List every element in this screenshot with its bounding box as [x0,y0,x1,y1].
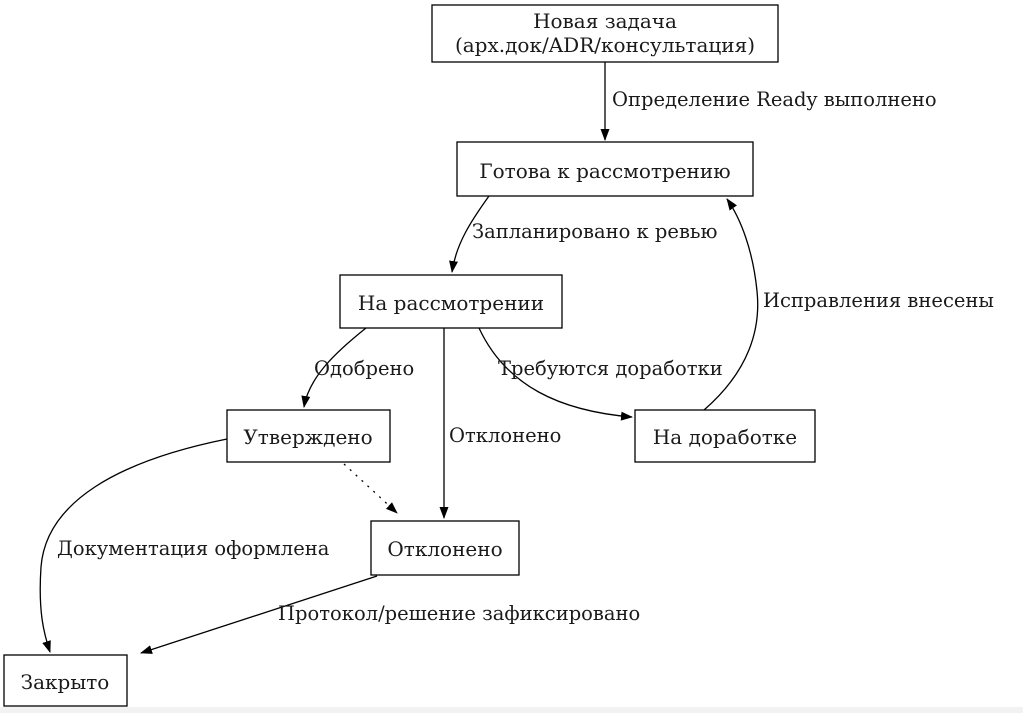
node-rejected: Отклонено [370,520,520,576]
node-approved: Утверждено [226,409,391,463]
node-new-task-label-line2: (арх.док/ADR/консультация) [455,33,755,57]
node-new-task: Новая задача (арх.док/ADR/консультация) [431,4,779,63]
edges-layer [39,62,759,654]
node-in-rework: На доработке [634,409,816,463]
edge-protocol-recorded-line [140,575,378,654]
edge-scheduled-for-review-line [449,195,490,273]
node-in-review-label: На рассмотрении [358,291,544,315]
node-new-task-box [431,4,779,63]
node-approved-box [226,409,391,463]
node-ready-for-review: Готова к рассмотрению [456,141,754,197]
edge-label-scheduled-for-review: Запланировано к ревью [472,220,718,243]
bottom-edge-strip [0,707,1023,713]
node-rejected-box [370,520,520,576]
edge-needs-rework-line [478,327,633,421]
edge-fixes-applied-line [703,198,759,411]
node-closed-label: Закрыто [21,670,110,694]
node-in-rework-box [634,409,816,463]
node-ready-for-review-box [456,141,754,197]
node-closed-box [3,654,128,707]
edge-label-fixes-applied: Исправления внесены [763,289,994,312]
node-rejected-label: Отклонено [387,537,502,561]
edge-label-needs-rework: Требуются доработки [498,357,723,380]
edge-label-definition-ready: Определение Ready выполнено [612,88,937,111]
edge-labels-layer: Определение Ready выполнено Запланирован… [57,88,994,625]
node-in-review-box [339,274,563,329]
edge-approved-line [301,327,367,408]
node-approved-label: Утверждено [243,425,372,449]
edge-label-protocol-recorded: Протокол/решение зафиксировано [278,602,640,625]
node-ready-for-review-label: Готова к рассмотрению [479,159,730,183]
edge-documentation-done-line [39,438,228,653]
node-in-review: На рассмотрении [339,274,563,329]
node-new-task-label-line1: Новая задача [533,9,677,33]
node-in-rework-label: На доработке [653,425,797,449]
node-closed: Закрыто [3,654,128,707]
edge-label-documentation-done: Документация оформлена [57,537,330,560]
edge-label-approved: Одобрено [314,357,414,380]
edge-label-rejected: Отклонено [449,424,561,447]
